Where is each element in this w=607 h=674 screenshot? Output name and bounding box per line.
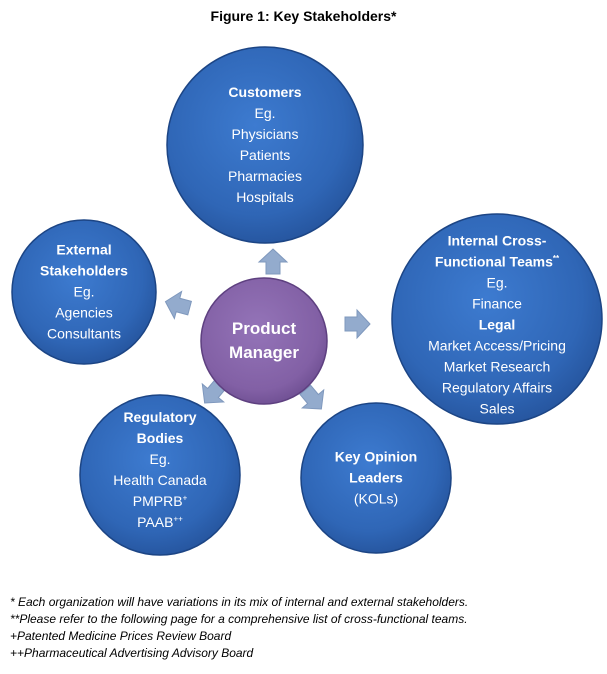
footnote-1: * Each organization will have variations… [10,595,469,609]
internal-item-regulatory-affairs: Regulatory Affairs [441,379,553,396]
kol-title-line2: Leaders [349,469,403,486]
customers-item-patients: Patients [239,147,291,163]
arrow-to-internal [344,308,371,340]
footnote-3: +Patented Medicine Prices Review Board [10,629,232,643]
regulatory-item-paab-mark: ++ [173,514,183,524]
external-item-consultants: Consultants [47,325,121,342]
customers-item-physicians: Physicians [231,126,299,142]
internal-item-finance: Finance [472,295,522,312]
internal-title-line2-wrap: Functional Teams** [428,252,566,273]
internal-item-sales: Sales [479,400,515,417]
customers-circle [166,46,364,244]
center-line2: Manager [229,343,299,362]
regulatory-title-line1: Regulatory [123,409,197,425]
arrow-to-kol [299,384,325,410]
regulatory-eg: Eg. [149,451,171,467]
regulatory-item-pmprb: PMPRB [132,493,183,509]
product-manager-circle [200,277,328,405]
external-title-line2: Stakeholders [40,262,128,279]
internal-item-market-research: Market Research [443,358,551,375]
figure-title: Figure 1: Key Stakeholders* [210,8,397,24]
product-manager-label: Product Manager [229,317,299,365]
external-label: External Stakeholders Eg. Agencies Consu… [40,240,128,345]
internal-item-legal: Legal [478,316,516,333]
external-eg: Eg. [73,283,95,300]
regulatory-item-pmprb-wrap: PMPRB+ [113,491,206,512]
internal-title-line2: Functional Teams [434,253,553,270]
customers-item-pharmacies: Pharmacies [228,168,302,184]
customers-item-hospitals: Hospitals [236,189,294,205]
external-circle [11,219,157,365]
internal-title-line1: Internal Cross- [447,232,547,249]
footnote-2: **Please refer to the following page for… [10,612,468,626]
customers-label: Customers Eg. Physicians Patients Pharma… [228,82,302,208]
internal-title-mark: ** [552,253,560,263]
internal-eg: Eg. [486,274,508,291]
kol-circle [300,402,452,554]
regulatory-item-pmprb-mark: + [182,493,188,503]
footnote-4: ++Pharmaceutical Advertising Advisory Bo… [10,646,254,660]
arrow-to-customers [257,248,289,275]
stakeholder-diagram [11,46,603,556]
center-line1: Product [231,319,297,338]
customers-eg: Eg. [254,105,276,121]
arrow-to-external [164,290,193,320]
regulatory-circle [79,394,241,556]
regulatory-title-line2: Bodies [136,430,184,446]
internal-label: Internal Cross- Functional Teams** Eg. F… [428,231,566,420]
internal-circle [391,213,603,425]
kol-abbr: (KOLs) [353,490,399,507]
external-item-agencies: Agencies [55,304,113,321]
customers-title: Customers [228,84,302,100]
kol-title-line1: Key Opinion [334,448,418,465]
footnotes: * Each organization will have variations… [10,594,468,662]
regulatory-item-paab-wrap: PAAB++ [113,512,206,533]
regulatory-label: Regulatory Bodies Eg. Health Canada PMPR… [113,407,206,533]
regulatory-item-paab: PAAB [137,514,174,530]
kol-label: Key Opinion Leaders (KOLs) [335,447,417,510]
external-title-line1: External [56,241,112,258]
regulatory-item-health-canada: Health Canada [113,472,207,488]
internal-item-market-access: Market Access/Pricing [428,337,566,354]
